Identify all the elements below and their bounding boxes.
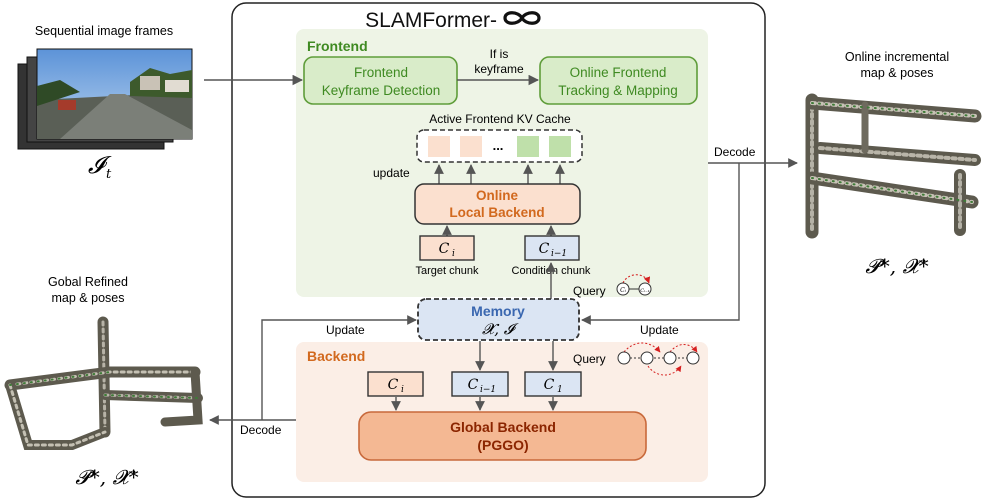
- online-symbol: 𝓟*, 𝓧*: [865, 254, 928, 278]
- main-title: SLAMFormer-: [365, 9, 497, 32]
- update-left-label: Update: [326, 323, 365, 337]
- update-left-path: [261, 315, 417, 420]
- infinity-icon: [503, 11, 541, 25]
- target-chunk-symbol: C: [439, 241, 450, 257]
- backend-chunk-c1: [524, 371, 582, 397]
- backend-chunk-c1-sub: 1: [557, 385, 563, 395]
- global-backend-box: [358, 411, 647, 461]
- backend-query-label: Query: [573, 352, 606, 366]
- frontend-title: Frontend: [307, 38, 368, 54]
- kv-cache-label: Active Frontend KV Cache: [429, 112, 571, 126]
- tracking-mapping-box: [539, 56, 698, 105]
- target-chunk-box: [419, 235, 475, 261]
- backend-chunk-ci-sub: i: [401, 385, 404, 395]
- keyframe-detection-line2: Keyframe Detection: [322, 83, 441, 98]
- input-symbol-sub: t: [106, 167, 112, 182]
- target-chunk-sub: i: [452, 249, 455, 259]
- kv-cache-slot: [517, 136, 539, 157]
- backend-chunk-c1-symbol: C: [544, 377, 555, 393]
- global-backend-line2: (PGGO): [477, 437, 528, 453]
- global-label-line2: map & poses: [52, 291, 125, 305]
- memory-title: Memory: [471, 303, 525, 319]
- online-label-line2: map & poses: [861, 66, 934, 80]
- frontend-query-graph-icon: Cᵢ Cᵢ₋₁: [616, 274, 652, 296]
- decode-top-label: Decode: [714, 145, 756, 159]
- backend-chunk-ci-1-sub: i−1: [480, 385, 496, 395]
- kv-cache-slot: [549, 136, 571, 157]
- online-map-pointcloud: [805, 93, 982, 239]
- global-symbol: 𝓟*, 𝓧*: [75, 465, 138, 489]
- input-label: Sequential image frames: [35, 24, 173, 38]
- online-label-line1: Online incremental: [845, 50, 949, 64]
- global-map-pointcloud: [4, 316, 203, 450]
- if-keyframe-line1: If is: [490, 47, 509, 61]
- condition-chunk-sub: i−1: [551, 249, 567, 259]
- memory-content: 𝓧, 𝓘: [482, 320, 519, 338]
- kv-cache-ellipsis: ...: [493, 138, 504, 153]
- if-keyframe-line2: keyframe: [474, 62, 524, 76]
- backend-chunk-ci-symbol: C: [388, 377, 399, 393]
- tracking-mapping-line1: Online Frontend: [570, 65, 667, 80]
- backend-query-graph-icon: [617, 342, 700, 376]
- global-backend-line1: Global Backend: [450, 419, 556, 435]
- image-frames-stack: [17, 48, 193, 150]
- road-image: [36, 48, 193, 140]
- kv-cache-box: [416, 129, 583, 163]
- update-label: update: [373, 166, 410, 180]
- local-backend-line2: Local Backend: [449, 205, 544, 220]
- svg-text:Cᵢ: Cᵢ: [620, 287, 627, 294]
- keyframe-detection-line1: Frontend: [354, 65, 408, 80]
- memory-box-overlay: [417, 298, 580, 341]
- svg-text:Cᵢ₋₁: Cᵢ₋₁: [640, 288, 649, 294]
- backend-title: Backend: [307, 348, 365, 364]
- frontend-query-label: Query: [573, 284, 606, 298]
- tracking-mapping-line2: Tracking & Mapping: [558, 83, 678, 98]
- backend-chunk-ci-1-symbol: C: [468, 377, 479, 393]
- backend-chunk-ci-1: [451, 371, 509, 397]
- local-backend-line1: Online: [476, 188, 518, 203]
- kv-cache-slot: [460, 136, 482, 157]
- local-backend-box: [414, 183, 581, 225]
- update-right-path: [581, 163, 740, 325]
- update-right-label: Update: [640, 323, 679, 337]
- kv-cache-slot: [428, 136, 450, 157]
- backend-chunk-ci: [367, 371, 424, 397]
- target-chunk-label: Target chunk: [416, 265, 479, 277]
- global-label-line1: Gobal Refined: [48, 275, 128, 289]
- condition-chunk-symbol: C: [539, 241, 550, 257]
- decode-bottom-label: Decode: [240, 423, 282, 437]
- condition-chunk-box: [524, 235, 580, 261]
